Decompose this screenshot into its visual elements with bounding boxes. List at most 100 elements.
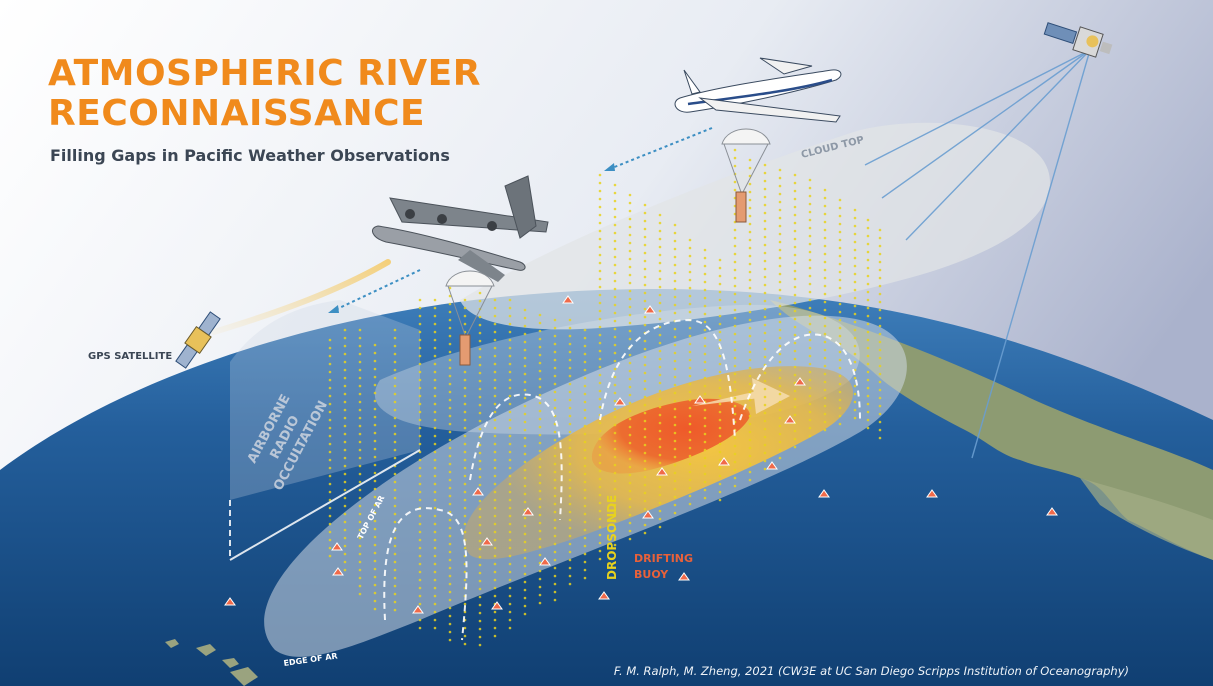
buoy-marker <box>1046 507 1058 516</box>
dropsonde-dot <box>373 503 377 507</box>
dropsonde-dot <box>448 598 452 602</box>
dropsonde-dot <box>733 180 737 184</box>
dropsonde-dot <box>508 626 512 630</box>
dropsonde-dot <box>598 277 602 281</box>
dropsonde-dot <box>853 376 857 380</box>
dropsonde-dot <box>433 450 437 454</box>
dropsonde-dot <box>433 354 437 358</box>
dropsonde-dot <box>463 418 467 422</box>
dropsonde-dot <box>718 370 722 374</box>
dropsonde-dot <box>418 394 422 398</box>
dropsonde-dot <box>418 498 422 502</box>
dropsonde-dot <box>808 210 812 214</box>
dropsonde-dot <box>553 478 557 482</box>
dropsonde-dot <box>373 447 377 451</box>
dropsonde-dot <box>878 428 882 432</box>
dropsonde-dot <box>718 258 722 262</box>
dropsonde-dot <box>808 194 812 198</box>
dropsonde-dot <box>328 386 332 390</box>
dropsonde-dot <box>838 262 842 266</box>
dropsonde-dot <box>463 578 467 582</box>
dropsonde-dot <box>733 332 737 336</box>
dropsonde-dot <box>658 445 662 449</box>
dropsonde-dot <box>583 336 587 340</box>
dropsonde-dot <box>793 285 797 289</box>
dropsonde-dot <box>763 275 767 279</box>
dropsonde-dot <box>553 542 557 546</box>
dropsonde-dot <box>748 286 752 290</box>
dropsonde-dot <box>866 410 870 414</box>
dropsonde-dot <box>808 354 812 358</box>
dropsonde-dot <box>643 379 647 383</box>
dropsonde-dot <box>538 449 542 453</box>
dropsonde-dot <box>538 545 542 549</box>
dropsonde-dot <box>703 288 707 292</box>
dropsonde-dot <box>866 402 870 406</box>
dropsonde-dot <box>523 548 527 552</box>
dropsonde-dot <box>628 537 632 541</box>
dropsonde-dot <box>448 326 452 330</box>
dropsonde-dot <box>418 522 422 526</box>
dropsonde-dot <box>523 580 527 584</box>
dropsonde-dot <box>328 426 332 430</box>
dropsonde-dot <box>343 512 347 516</box>
dropsonde-dot <box>448 390 452 394</box>
dropsonde-dot <box>508 314 512 318</box>
dropsonde-dot <box>838 318 842 322</box>
dropsonde-dot <box>523 444 527 448</box>
dropsonde-dot <box>658 341 662 345</box>
dropsonde-dot <box>568 542 572 546</box>
dropsonde-dot <box>393 592 397 596</box>
dropsonde-dot <box>448 486 452 490</box>
dropsonde-dot <box>568 558 572 562</box>
dropsonde-dot <box>703 352 707 356</box>
dropsonde-dot <box>838 326 842 330</box>
dropsonde-dot <box>523 540 527 544</box>
dropsonde-dot <box>718 330 722 334</box>
dropsonde-dot <box>493 514 497 518</box>
dropsonde-dot <box>793 341 797 345</box>
dropsonde-dot <box>393 360 397 364</box>
dropsonde-dot <box>613 495 617 499</box>
dropsonde-dot <box>793 269 797 273</box>
dropsonde-dot <box>523 412 527 416</box>
dropsonde-dot <box>493 610 497 614</box>
dropsonde-dot <box>508 562 512 566</box>
dropsonde-dot <box>628 273 632 277</box>
dropsonde-dot <box>433 378 437 382</box>
dropsonde-dot <box>553 342 557 346</box>
dropsonde-dot <box>448 302 452 306</box>
dropsonde-dot <box>808 386 812 390</box>
dropsonde-dot <box>538 393 542 397</box>
dropsonde-dot <box>613 415 617 419</box>
dropsonde-dot <box>643 531 647 535</box>
dropsonde-dot <box>508 506 512 510</box>
dropsonde-dot <box>643 435 647 439</box>
dropsonde-dot <box>538 409 542 413</box>
dropsonde-dot <box>613 319 617 323</box>
dropsonde-dot <box>778 320 782 324</box>
dropsonde-dot <box>328 506 332 510</box>
dropsonde-dot <box>733 300 737 304</box>
dropsonde-dot <box>793 389 797 393</box>
dropsonde-dot <box>538 585 542 589</box>
dropsonde-dot <box>448 534 452 538</box>
flight-path-arrows <box>334 127 713 311</box>
dropsonde-dot <box>763 195 767 199</box>
dropsonde-dot <box>808 378 812 382</box>
dropsonde-dot <box>688 414 692 418</box>
dropsonde-dot <box>463 370 467 374</box>
dropsonde-dot <box>853 264 857 268</box>
dropsonde-dot <box>358 560 362 564</box>
dropsonde-dot <box>853 360 857 364</box>
dropsonde-dot <box>658 397 662 401</box>
dropsonde-dot <box>878 276 882 280</box>
label-gps-satellite: GPS SATELLITE <box>88 351 172 362</box>
dropsonde-dot <box>748 318 752 322</box>
dropsonde-profiles <box>328 148 882 647</box>
dropsonde-dot <box>613 383 617 387</box>
dropsonde-dot <box>598 525 602 529</box>
dropsonde-dot <box>493 626 497 630</box>
buoy-marker <box>224 597 236 606</box>
dropsonde-dot <box>823 380 827 384</box>
